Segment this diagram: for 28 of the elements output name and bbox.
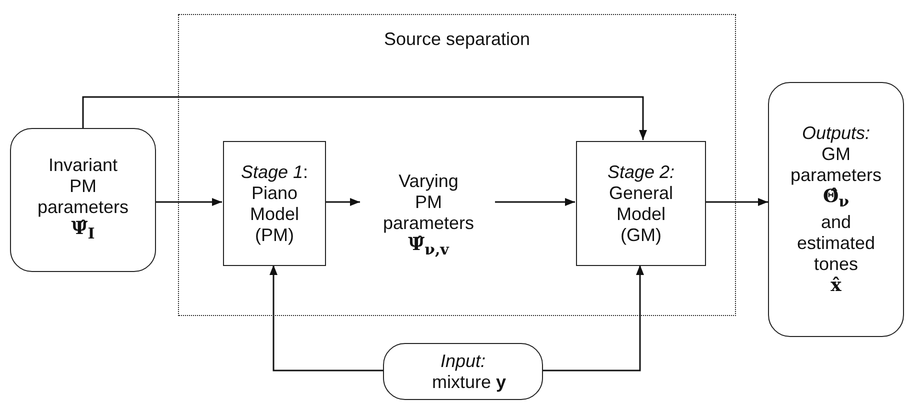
- arrow: [543, 265, 644, 372]
- node-text: mixture y: [430, 372, 506, 392]
- arrow: [156, 198, 222, 206]
- node-text: Piano Model (PM): [248, 182, 300, 246]
- heading-text: Outputs:: [802, 122, 870, 144]
- node-text: Varying PM parameters: [382, 171, 476, 234]
- arrow: [495, 198, 575, 206]
- rounded-box: [768, 82, 904, 337]
- heading-text: Stage 1:: [240, 162, 308, 182]
- node-text: x̂: [830, 275, 842, 296]
- arrow: [82, 96, 647, 140]
- process-box: [223, 141, 326, 266]
- input-box: [383, 343, 543, 400]
- node-text: Invariant PM parameters: [36, 155, 130, 218]
- process-box: [576, 141, 706, 266]
- node-text: Θ̂$_{ν}$: [822, 186, 850, 212]
- rounded-box: [10, 128, 156, 272]
- arrow: [325, 198, 360, 206]
- arrow: [705, 198, 768, 206]
- dashed-group-box: [178, 14, 736, 316]
- arrow: [270, 265, 383, 372]
- group-title: Source separation: [384, 29, 530, 50]
- heading-text: Stage 2:: [607, 162, 675, 182]
- node-text: Ψ̂$_{𝐈}$: [71, 218, 95, 245]
- heading-text: Input:: [440, 350, 486, 372]
- node-text: General Model (GM): [608, 182, 674, 246]
- node-text: GM parameters: [789, 144, 883, 186]
- node-text: Ψ̂$_{ν,𝐯}$: [408, 234, 449, 261]
